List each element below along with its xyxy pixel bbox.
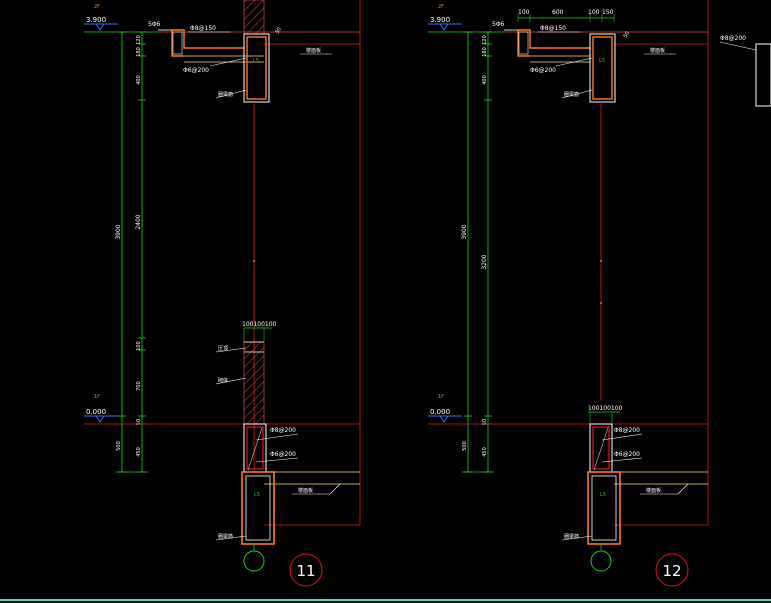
dim-h4: 150 (602, 9, 614, 16)
beam-mark-top-12: L5 (599, 58, 605, 64)
label-slab-top-12: 楼面板 (650, 47, 665, 54)
dim-wall-a: 100 (136, 341, 142, 351)
rebar-mid-a: Φ8@200 (270, 427, 296, 434)
axis-bubble-12 (590, 550, 612, 572)
label-beam-top: 圈梁筋 (218, 91, 233, 98)
label-beam-top-12: 圈梁筋 (564, 91, 579, 98)
rebar-mid-a-12: Φ8@200 (614, 427, 640, 434)
detail-12: 2F 3.900 1F 0.000 3900 120 180 400 3 (428, 0, 771, 587)
dim-top-c-12: 180 (482, 47, 488, 57)
rebar-right-12: Φ8@200 (720, 35, 746, 42)
dim-top-a-12: 400 (482, 75, 488, 85)
level-top-tag-12: 2F (438, 4, 444, 10)
axis-bubble (243, 550, 265, 572)
dim-mid-width-12: 100100100 (588, 405, 623, 412)
dim-h2: 600 (552, 9, 564, 16)
dim-top-width: 100100100 (242, 321, 277, 328)
level-bot-tag: 1F (94, 394, 100, 400)
dim-h1: 100 (518, 9, 530, 16)
rebar-top-d-12: 50 (623, 30, 631, 39)
dim-mid: 2400 (135, 214, 142, 229)
dim-total: 3900 (115, 224, 122, 239)
rebar-top-a: 5Φ6 (148, 21, 161, 28)
label-wall: 砌体 (218, 377, 228, 384)
rebar-mid-b-12: Φ6@200 (614, 451, 640, 458)
level-top-label-12: 3.900 (430, 16, 450, 24)
label-beam-bot: 圈梁筋 (218, 533, 233, 540)
rebar-top-b: Φ8@150 (190, 25, 216, 32)
detail-11: 2F 3.900 1F 0.000 3900 120 (84, 0, 361, 587)
dim-wall-c: 50 (136, 419, 142, 425)
level-bot-label: 0.000 (86, 408, 106, 416)
dim-base-total: 500 (116, 441, 122, 451)
label-slab-bot-12: 楼面板 (646, 487, 661, 494)
beam-mark-top: L5 (253, 58, 259, 64)
label-slab-top: 楼面板 (306, 47, 321, 54)
dim-top-c: 180 (136, 47, 142, 57)
rebar-top-b-12: Φ8@150 (540, 25, 566, 32)
detail-number-12: 12 (662, 562, 681, 580)
dim-h3: 100 (588, 9, 600, 16)
rebar-top-a-12: 5Φ6 (492, 21, 505, 28)
rebar-top-d: 50 (275, 26, 283, 35)
detail-number: 11 (296, 562, 315, 580)
level-top-label: 3.900 (86, 16, 106, 24)
level-bot-label-12: 0.000 (430, 408, 450, 416)
label-beam-bot-12: 圈梁筋 (564, 533, 579, 540)
dim-mid-12: 3200 (481, 254, 488, 269)
rebar-mid-b: Φ6@200 (270, 451, 296, 458)
dim-base-total-12: 500 (462, 441, 468, 451)
beam-mark-bot-12: L5 (600, 492, 606, 498)
rebar-top-c-12: Φ6@200 (530, 67, 556, 74)
label-parapet: 压顶 (218, 346, 228, 352)
detail-number-circle (289, 553, 323, 587)
dim-top-b-12: 120 (482, 35, 488, 45)
dim-wall-b: 700 (136, 381, 142, 391)
dim-total-12: 3900 (461, 224, 468, 239)
detail-number-circle-12 (655, 553, 689, 587)
dim-base-a: 450 (136, 447, 142, 457)
level-bot-tag-12: 1F (438, 394, 444, 400)
dim-base-a-12: 450 (482, 447, 488, 457)
label-slab-bot: 楼面板 (298, 487, 313, 494)
rebar-top-c: Φ6@200 (183, 67, 209, 74)
dim-top-b: 120 (136, 35, 142, 45)
dim-wall-c-12: 50 (482, 419, 488, 425)
dim-top-a: 400 (136, 75, 142, 85)
level-top-tag: 2F (94, 4, 100, 10)
beam-mark-bot: L5 (254, 492, 260, 498)
